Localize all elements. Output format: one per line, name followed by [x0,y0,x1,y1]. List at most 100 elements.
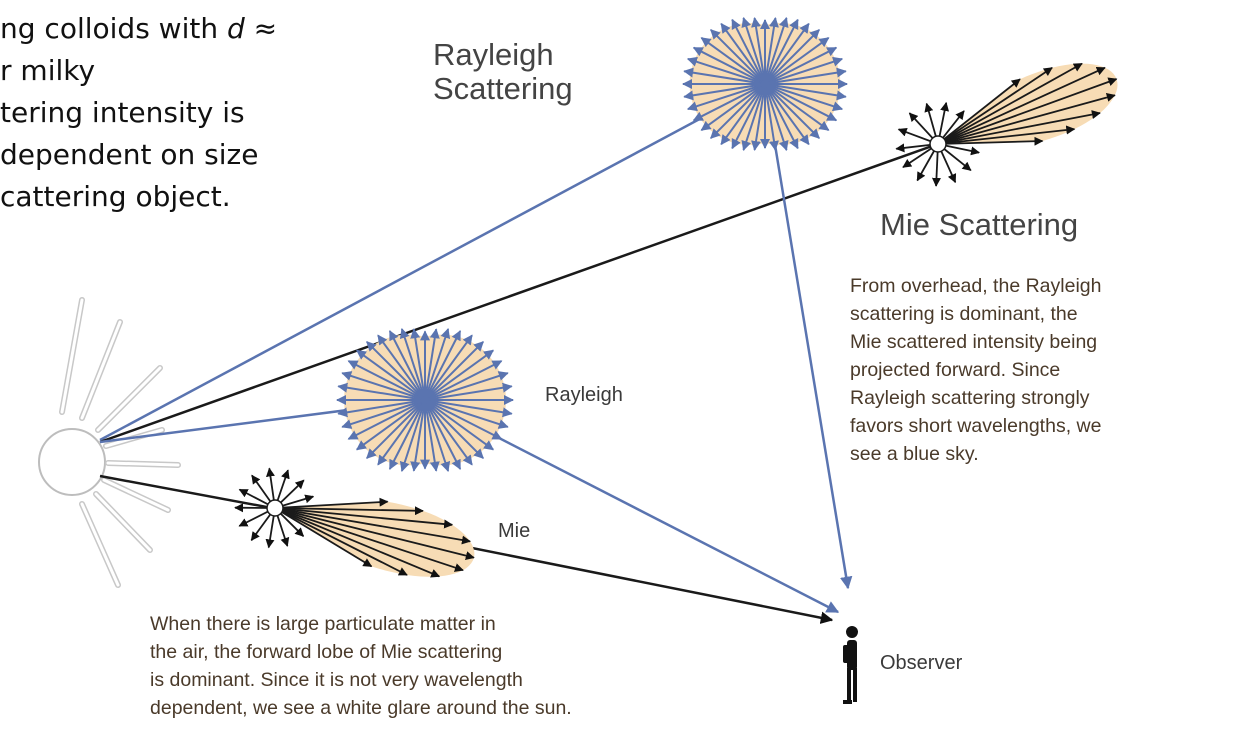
overhead-rayleigh-to-observer-path [763,83,853,590]
rayleigh-arrow [341,371,426,401]
rayleigh-particle [421,396,429,404]
mie-forward-arrow [937,66,1106,145]
rayleigh-arrow [341,399,426,429]
rayleigh-arrow [764,67,847,85]
observer-label: Observer [880,652,963,674]
mie-forward-arrow [274,507,454,529]
rayleigh-arrow [731,18,766,85]
rayleigh-arrow [424,399,440,472]
rayleigh-scatterer-low [336,328,514,472]
rayleigh-arrow [764,83,830,132]
rayleigh-arrow [764,83,799,150]
rayleigh-arrow [347,399,426,440]
rayleigh-arrow [388,399,426,470]
rayleigh-arrow [337,382,426,401]
sun-to-mie-overhead-path [99,143,936,444]
rayleigh-arrow [388,330,426,401]
rayleigh-arrow [686,83,766,112]
rayleigh-particle [761,80,769,88]
rayleigh-arrow [424,399,513,418]
rayleigh-arrow [720,22,766,85]
rayleigh-arrow [424,349,495,401]
mie-particle [929,135,947,153]
mie-forward-arrow [937,125,1076,145]
sun-to-mie-path [99,474,273,510]
mie-scatterer-overhead [895,62,1118,187]
rayleigh-arrow [377,399,426,466]
rayleigh-arrow [731,83,766,150]
mie-forward-arrow [937,77,1118,145]
mie-forward-arrow [937,93,1116,145]
rayleigh-arrow [355,349,426,401]
sun-icon [38,297,181,588]
rayleigh-arrow [424,334,473,401]
rayleigh-arrow [424,399,451,472]
mie-forward-arrow [274,507,464,572]
rayleigh-arrow [692,46,766,85]
mie-particle [266,499,284,517]
rayleigh-arrow [692,83,766,122]
rayleigh-arrow [686,56,766,85]
mie-forward-arrow [274,507,408,576]
rayleigh-scatterer-overhead [682,16,848,152]
rayleigh-arrow [764,17,779,85]
rayleigh-arrow [399,399,426,472]
rayleigh-arrow [710,29,766,85]
rayleigh-arrow [764,83,844,112]
mie-forward-arrow [274,507,475,561]
rayleigh-arrow [424,371,509,401]
mie-scattering-title: Mie Scattering [880,207,1079,242]
rayleigh-arrow [377,334,426,401]
rayleigh-arrow [764,83,810,146]
rayleigh-arrow [347,360,426,401]
rayleigh-arrow [424,399,509,429]
rayleigh-arrow [751,83,766,151]
rayleigh-arrow [764,22,810,85]
rayleigh-arrow [366,341,426,401]
rayleigh-arrow [424,399,495,451]
mie-forward-arrow [274,506,424,516]
rayleigh-arrow [424,341,484,401]
rayleigh-arrow [720,83,766,146]
rayleigh-arrow [424,399,484,459]
person-icon [843,626,858,704]
mie-label: Mie [498,520,531,542]
mie-forward-arrow [937,110,1101,145]
rayleigh-arrow [764,36,830,85]
mie-forward-arrow [274,507,471,545]
slide-body-text: ng colloids with d ≈ r milky tering inte… [0,12,278,213]
rayleigh-arrow [764,83,847,101]
rayleigh-arrow [410,399,426,472]
rayleigh-arrow [424,399,473,466]
rayleigh-arrow [741,16,766,85]
rayleigh-arrow [424,330,462,401]
rayleigh-arrow [337,399,426,418]
rayleigh-arrow [424,328,440,401]
rayleigh-arrow [764,83,789,152]
rayleigh-arrow [683,83,766,101]
rayleigh-arrow [764,18,799,85]
rayleigh-arrow [764,56,844,85]
rayleigh-arrow [764,83,820,139]
mie-forward-arrow [274,507,441,578]
rayleigh-arrow [764,83,838,122]
rayleigh-arrow [683,67,766,85]
rayleigh-label: Rayleigh [545,384,623,406]
mie-forward-arrow [937,78,1021,145]
rayleigh-arrow [764,29,820,85]
overhead-explanation: From overhead, the Rayleigh scattering i… [850,275,1102,465]
rayleigh-arrow [355,399,426,451]
rayleigh-arrow [424,328,451,401]
rayleigh-arrow [700,83,766,132]
rayleigh-arrow [424,360,503,401]
mie-forward-arrow [937,136,1044,146]
rayleigh-scattering-title: Rayleigh Scattering [433,37,573,106]
sun-to-overhead-rayleigh-path [99,82,766,442]
mie-forward-arrow [274,497,389,509]
rayleigh-arrow [764,16,789,85]
rayleigh-arrow [700,36,766,85]
mie-forward-arrow [937,62,1083,145]
rayleigh-arrow [741,83,766,152]
mie-forward-arrow [274,507,373,568]
